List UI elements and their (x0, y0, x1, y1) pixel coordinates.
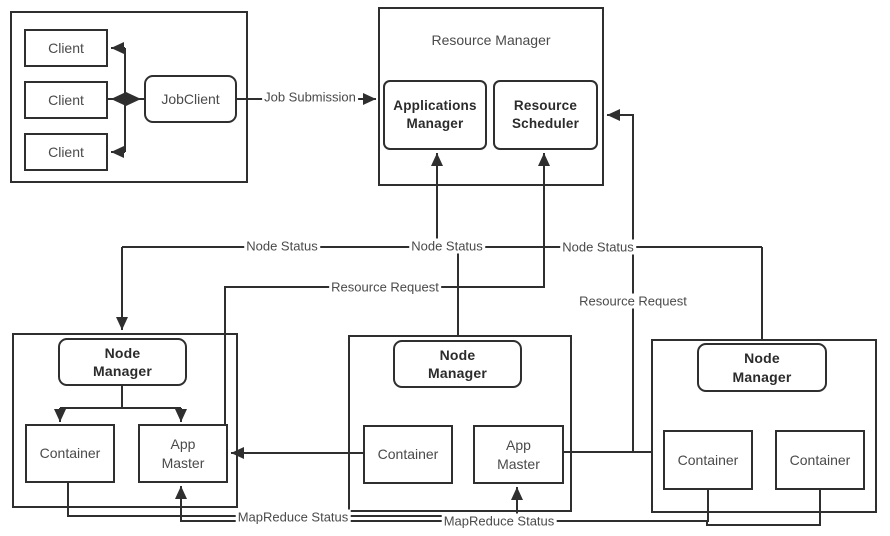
app-master-left-box: App Master (138, 424, 228, 483)
node-manager-middle-label: Node Manager (428, 346, 487, 381)
mapreduce-status-left-label: MapReduce Status (235, 509, 351, 525)
container-right-b-label: Container (789, 451, 851, 468)
mapreduce-status-right-label: MapReduce Status (441, 513, 557, 529)
container-middle-box: Container (363, 425, 453, 484)
client-box-1: Client (24, 29, 108, 67)
container-right-a-box: Container (663, 430, 753, 490)
resource-request-left-label: Resource Request (329, 279, 441, 295)
job-client-label: JobClient (161, 90, 220, 107)
resource-scheduler-box: Resource Scheduler (493, 80, 598, 150)
applications-manager-box: Applications Manager (383, 80, 487, 150)
applications-manager-label: Applications Manager (393, 98, 477, 131)
container-right-a-label: Container (677, 451, 739, 468)
resource-manager-title: Resource Manager (431, 32, 551, 48)
resource-request-right-label: Resource Request (577, 293, 689, 309)
client-2-label: Client (48, 91, 84, 108)
resource-request-right-line (607, 109, 634, 452)
resource-scheduler-label: Resource Scheduler (511, 98, 580, 131)
container-left-box: Container (25, 424, 115, 483)
container-middle-label: Container (377, 446, 439, 463)
job-client-box: JobClient (144, 75, 237, 123)
node-manager-left-label: Node Manager (93, 344, 152, 379)
node-manager-left-box: Node Manager (58, 338, 187, 386)
job-submission-label: Job Submission (262, 89, 358, 105)
container-right-b-box: Container (775, 430, 865, 490)
client-box-2: Client (24, 81, 108, 119)
node-manager-right-box: Node Manager (697, 343, 827, 392)
node-manager-right-label: Node Manager (732, 350, 792, 385)
client-3-label: Client (48, 143, 84, 160)
node-status-middle-label: Node Status (409, 238, 485, 254)
node-manager-middle-box: Node Manager (393, 340, 522, 388)
client-1-label: Client (48, 39, 84, 56)
app-master-middle-box: App Master (473, 425, 564, 484)
container-left-label: Container (39, 445, 101, 462)
app-master-left-label: App Master (161, 436, 205, 471)
node-status-right-label: Node Status (560, 239, 636, 255)
app-master-middle-label: App Master (497, 437, 540, 472)
client-box-3: Client (24, 133, 108, 171)
node-status-left-label: Node Status (244, 238, 320, 254)
